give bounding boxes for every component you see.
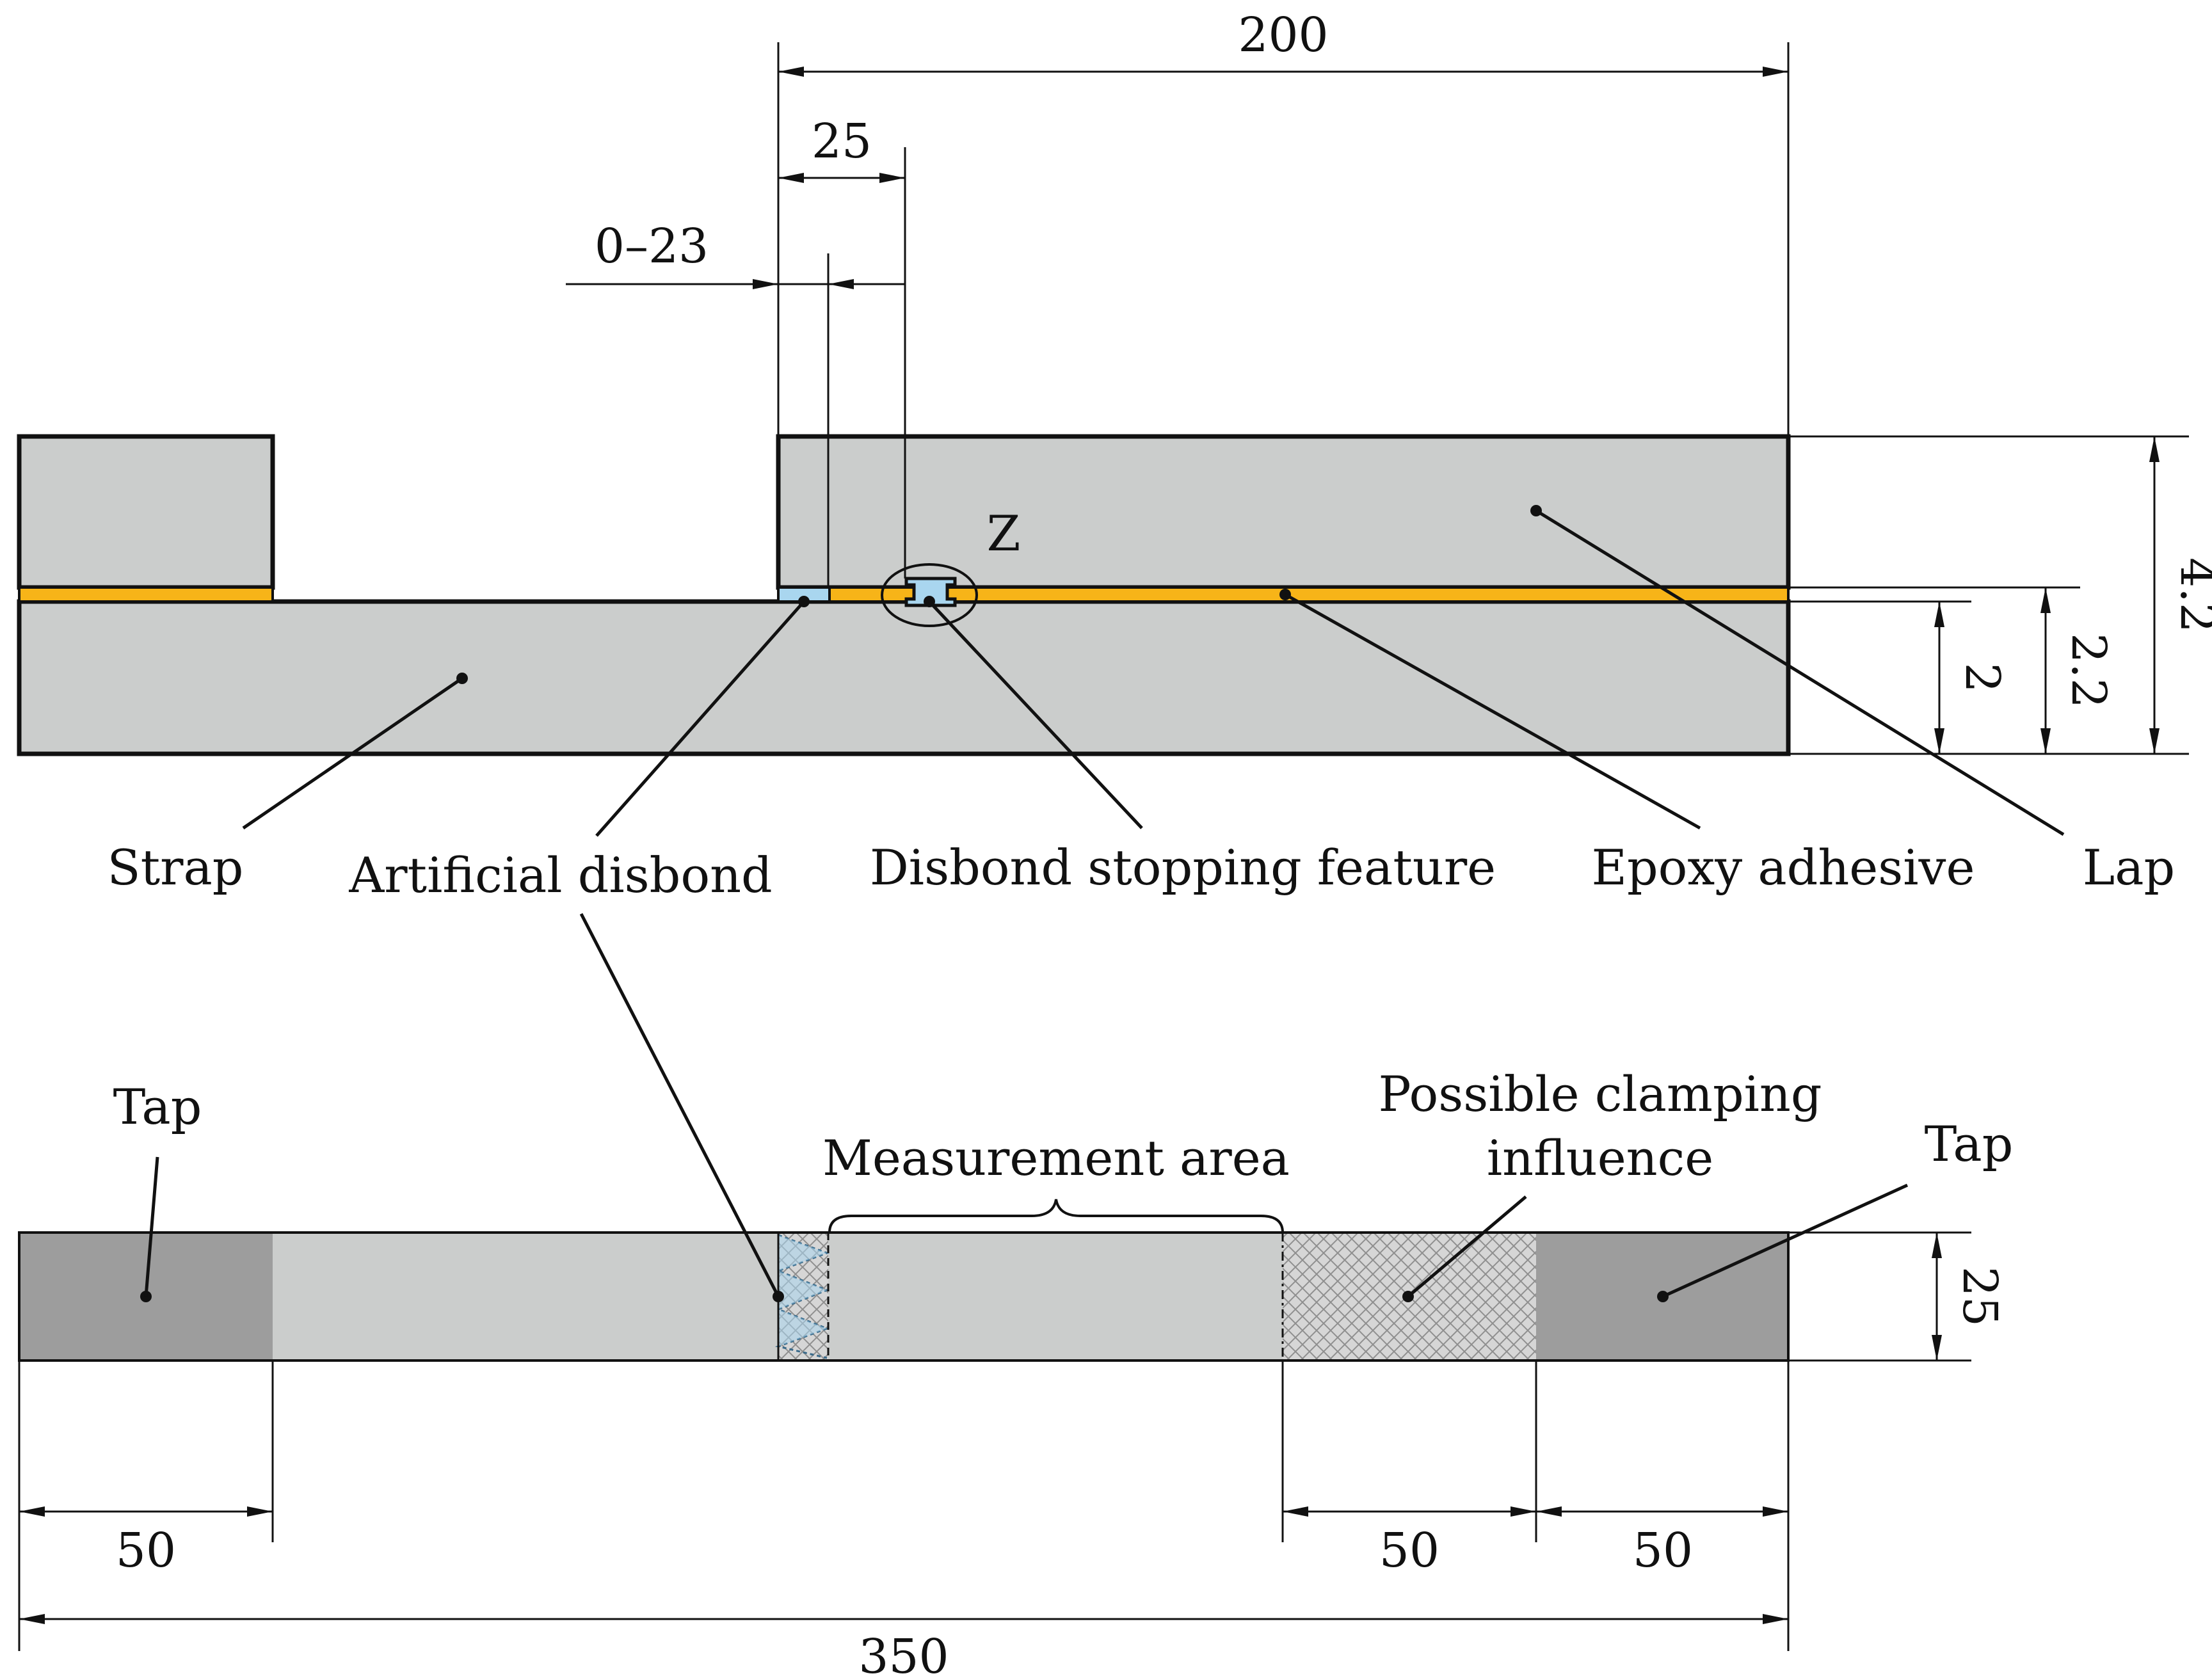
label-disbond-stopping-feature: Disbond stopping feature — [870, 839, 1496, 896]
detail-z-label: Z — [987, 505, 1021, 562]
detail-z-ellipse — [881, 563, 978, 627]
measurement-area-brace — [828, 1199, 1284, 1233]
dim-width-label: 25 — [1952, 1266, 2007, 1327]
label-measurement-area: Measurement area — [822, 1129, 1290, 1186]
dim-tab-left-label: 50 — [116, 1523, 176, 1578]
strip-outline — [18, 1231, 1790, 1362]
label-lap: Lap — [2083, 839, 2175, 896]
label-clamping-line2: influence — [1487, 1129, 1713, 1186]
label-clamping-line1: Possible clamping — [1378, 1065, 1822, 1122]
label-tap-left: Tap — [113, 1078, 202, 1135]
left-adhesive-layer — [18, 586, 274, 603]
label-tap-right: Tap — [1925, 1115, 2014, 1172]
left-end-block — [17, 434, 275, 590]
dim-total-thickness-label: 4.2 — [2170, 557, 2212, 633]
dim-strap-thickness-label: 2 — [1955, 662, 2010, 692]
dim-total-length-label: 350 — [858, 1629, 949, 1676]
dim-tab-right-label: 50 — [1633, 1523, 1693, 1578]
dim-adhesive-top-label: 2.2 — [2061, 633, 2116, 708]
dim-200-label: 200 — [1238, 8, 1328, 63]
strap-body — [17, 599, 1791, 756]
dim-25-label: 25 — [812, 114, 872, 169]
label-artificial-disbond: Artificial disbond — [348, 847, 772, 904]
dim-clamp-label: 50 — [1379, 1523, 1439, 1578]
top-view: Measurement area Possible clamping influ… — [18, 913, 2014, 1676]
side-view: Z 200 25 0–23 4.2 2.2 2 — [17, 8, 2212, 904]
disbond-stopping-feature — [904, 577, 957, 607]
label-strap: Strap — [108, 839, 244, 896]
label-epoxy-adhesive: Epoxy adhesive — [1592, 839, 1975, 896]
dim-disbond-label: 0–23 — [595, 219, 709, 274]
